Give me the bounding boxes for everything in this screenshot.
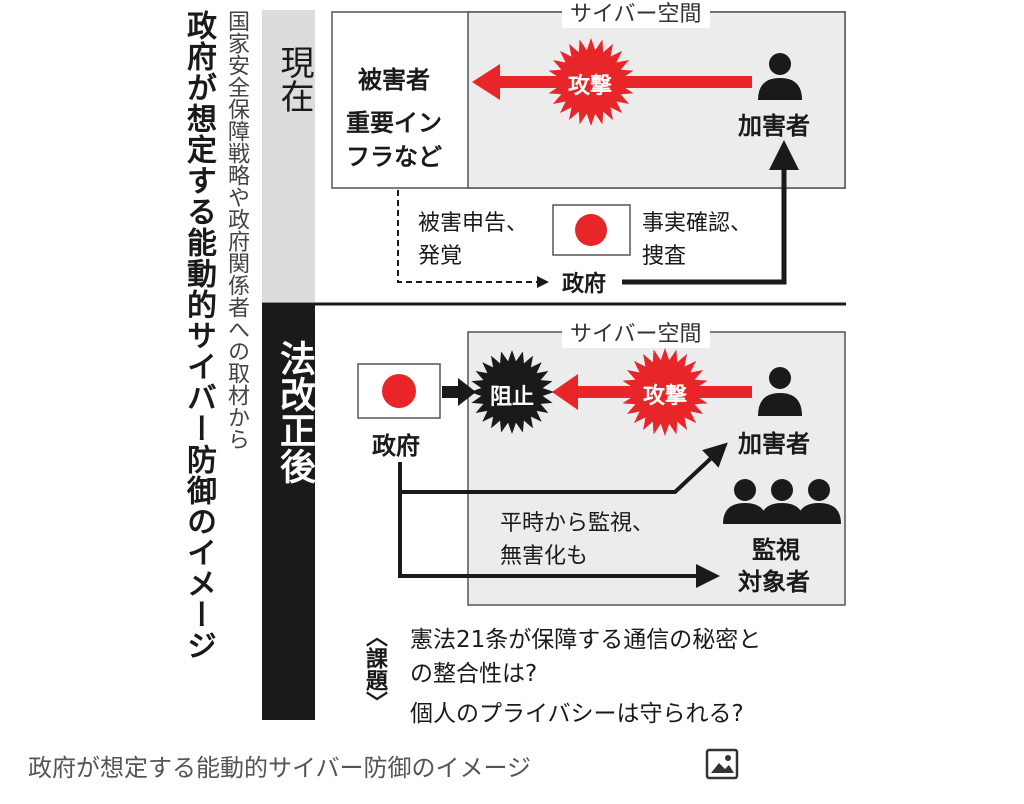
monitor-arrow-attacker bbox=[398, 442, 728, 494]
current-section-bar bbox=[262, 10, 315, 302]
report-text: 被害申告、 bbox=[418, 211, 529, 236]
image-icon bbox=[705, 748, 739, 780]
attacker-label: 加害者 bbox=[738, 112, 810, 140]
government-label: 政府 bbox=[372, 432, 420, 460]
attacker-label: 加害者 bbox=[738, 430, 810, 458]
attack-burst-icon bbox=[621, 348, 709, 436]
current-section-label: 現在 bbox=[274, 45, 314, 113]
victim-detail: 重要イン bbox=[346, 109, 442, 137]
report-dashed-arrow bbox=[397, 190, 549, 288]
issue-line: 憲法21条が保障する通信の秘密と bbox=[410, 627, 762, 653]
government-label: 政府 bbox=[562, 272, 607, 297]
issues-label: 〈課題〉 bbox=[362, 625, 387, 713]
monitored-label: 対象者 bbox=[738, 568, 810, 596]
after-section-label: 法改正後 bbox=[274, 340, 315, 484]
monitor-text: 無害化も bbox=[500, 544, 589, 569]
monitored-label: 監視 bbox=[752, 536, 800, 564]
figure-title: 政府が想定する能動的サイバー防御のイメージ bbox=[181, 10, 216, 661]
victim-label: 被害者 bbox=[358, 66, 430, 94]
investigate-arrow bbox=[622, 140, 799, 285]
issue-line: 個人のプライバシーは守られる? bbox=[410, 701, 744, 727]
report-text: 発覚 bbox=[418, 244, 463, 269]
investigate-text: 捜査 bbox=[642, 244, 687, 269]
person-icon bbox=[758, 367, 802, 416]
cyberspace-label: サイバー空間 bbox=[562, 0, 710, 28]
figure-source: 国家安全保障戦略や政府関係者への取材から bbox=[224, 10, 249, 450]
monitor-text: 平時から監視、 bbox=[500, 511, 655, 536]
block-burst-icon bbox=[470, 350, 554, 434]
attack-burst-icon bbox=[547, 38, 635, 126]
issue-line: の整合性は? bbox=[410, 661, 538, 687]
monitor-arrow-targets bbox=[398, 490, 720, 588]
attack-label: 攻撃 bbox=[643, 384, 688, 409]
investigate-text: 事実確認、 bbox=[642, 211, 753, 236]
block-label: 阻止 bbox=[490, 385, 535, 410]
attack-label: 攻撃 bbox=[568, 74, 613, 99]
victim-detail: フラなど bbox=[346, 143, 442, 171]
cyberspace-label: サイバー空間 bbox=[562, 316, 710, 348]
image-caption: 政府が想定する能動的サイバー防御のイメージ bbox=[28, 754, 532, 782]
person-icon bbox=[758, 53, 802, 100]
group-people-icon bbox=[723, 479, 841, 524]
after-section-bar bbox=[262, 305, 315, 720]
